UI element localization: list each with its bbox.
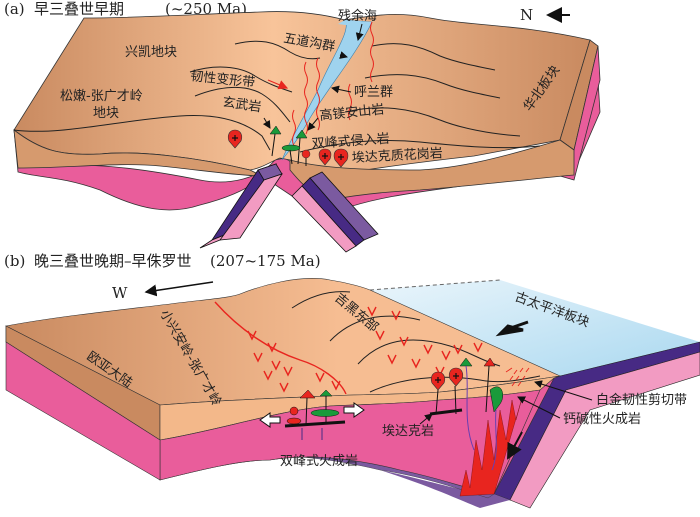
volcanic-v-icon <box>473 342 483 353</box>
suture-line <box>214 301 347 395</box>
shear-zone-marks <box>505 367 530 387</box>
west-arrow-icon: W <box>112 281 214 302</box>
volcanic-v-icon <box>271 360 281 371</box>
volcanic-v-icon <box>283 366 293 377</box>
sill-icon <box>281 144 301 152</box>
volcanic-v-icon <box>399 336 409 347</box>
igneous-symbols-b <box>259 357 530 471</box>
volcanic-v-icon <box>423 344 433 355</box>
label-arrows-a <box>262 23 364 131</box>
sill-icon <box>310 409 340 417</box>
label-baijin-shear-zone: 白金韧性剪切带 <box>596 392 687 408</box>
subducting-slab-right <box>291 171 379 253</box>
label-songnen-block-line1: 松嫩-张广才岭 <box>60 89 143 104</box>
label-basalt: 玄武岩 <box>221 95 262 115</box>
label-hulan-group: 呼兰群 <box>354 85 393 100</box>
subducting-slab-left <box>199 163 283 249</box>
panel-a-title: 早三叠世早期 <box>34 0 124 18</box>
lithospheric-mantle-purple <box>380 470 510 508</box>
panel-b-title: 晚三叠世晚期–早侏罗世 <box>34 252 192 270</box>
volcanic-v-icon <box>315 372 325 383</box>
bimodal-intrusion-icon <box>301 149 311 166</box>
panel-a: (a) 早三叠世早期 (~250 Ma) N <box>4 0 601 253</box>
label-songnen-block-line2: 地块 <box>93 106 119 121</box>
volcano-icon <box>269 125 282 135</box>
panel-b-age: (207~175 Ma) <box>210 252 321 270</box>
volcanic-v-icon <box>441 350 451 361</box>
label-high-mg-andesite: 高镁安山岩 <box>319 101 385 124</box>
volcanic-v-icon <box>391 310 401 321</box>
volcanic-v-icon <box>453 344 463 355</box>
north-arrow-icon: N <box>520 6 570 24</box>
compass-n-label: N <box>520 6 533 24</box>
extension-arrow-left-icon <box>259 412 281 428</box>
volcanic-v-icon <box>253 352 263 363</box>
label-calc-alkaline: 钙碱性火成岩 <box>563 412 641 427</box>
granite-plus-icon <box>227 129 243 149</box>
bimodal-intrusion-icon <box>289 406 299 416</box>
contour-lines-b <box>291 291 541 393</box>
volcanic-v-icon <box>247 330 257 341</box>
volcanic-v-icon <box>267 342 277 353</box>
granite-plus-icon <box>333 148 349 168</box>
panel-b-label: (b) <box>4 252 25 270</box>
volcanic-v-icon <box>367 306 377 317</box>
label-bimodal-igneous: 双峰式火成岩 <box>280 454 358 469</box>
basalt-volcano-symbols <box>269 125 308 165</box>
volcanic-v-icon <box>375 330 385 341</box>
mantle-front-b <box>5 341 161 481</box>
label-residual-sea: 残余海 <box>338 8 377 24</box>
adakite-plus-icon <box>448 367 464 387</box>
label-adakite: 埃达克岩 <box>382 424 434 439</box>
volcanic-v-icon <box>387 354 397 365</box>
label-ductile-zone: 韧性变形带 <box>190 68 256 91</box>
residual-sea <box>281 19 373 161</box>
extension-arrow-right-icon <box>343 402 365 418</box>
label-bimodal-intrusive: 双峰式侵入岩 <box>311 131 390 152</box>
label-arrows-b <box>419 380 593 425</box>
volcanic-v-icon <box>263 370 273 381</box>
compass-w-label: W <box>112 284 128 302</box>
plate-convergence-arrow-icon <box>495 320 529 337</box>
paleo-pacific-plate-surface <box>370 280 700 376</box>
slab-sinking-arrow-icon <box>507 431 523 460</box>
volcanic-v-icon <box>411 358 421 369</box>
panel-b: (b) 晚三叠世晚期–早侏罗世 (207~175 Ma) W <box>4 252 700 509</box>
panel-a-label: (a) <box>4 0 25 18</box>
volcano-icon <box>299 389 316 399</box>
label-adakitic-granite: 埃达克质花岗岩 <box>351 145 443 166</box>
volcanic-v-icon <box>331 380 341 391</box>
label-xingkai-block: 兴凯地块 <box>125 45 177 60</box>
volcano-icon <box>295 129 308 139</box>
calc-alkaline-pluton <box>489 386 503 413</box>
volcano-icon <box>483 357 496 367</box>
granite-plus-icon <box>318 148 332 166</box>
adakitic-granite-symbols <box>227 129 349 168</box>
volcanic-v-icon <box>279 382 289 393</box>
